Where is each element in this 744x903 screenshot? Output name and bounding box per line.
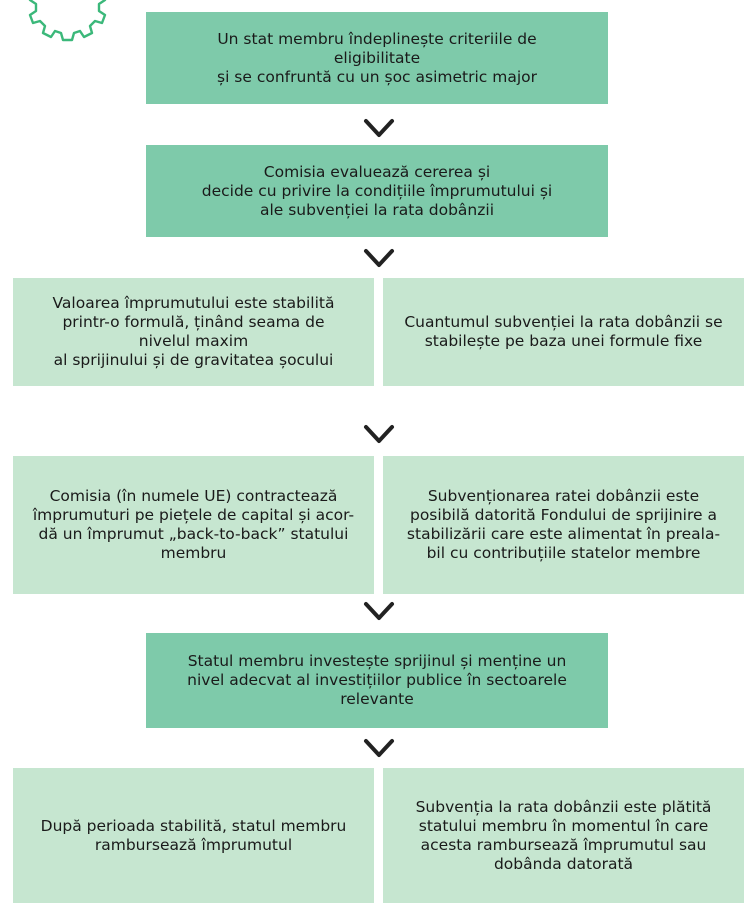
flow-step-subsidy-payment: Subvenția la rata dobânzii este plătită … (383, 768, 744, 903)
flow-arrow-1 (364, 119, 394, 137)
flow-step-stabilisation-fund: Subvenționarea ratei dobânzii este posib… (383, 456, 744, 594)
gear-icon (28, 0, 107, 42)
flow-step-commission-evaluation: Comisia evaluează cererea și decide cu p… (146, 145, 608, 237)
flow-arrow-4 (364, 602, 394, 620)
flow-step-loan-amount: Valoarea împrumutului este stabilită pri… (13, 278, 374, 386)
flow-step-borrowing: Comisia (în numele UE) contractează împr… (13, 456, 374, 594)
flow-arrow-3 (364, 425, 394, 443)
flow-step-eligibility: Un stat membru îndeplinește criteriile d… (146, 12, 608, 104)
flow-step-investment: Statul membru investește sprijinul și me… (146, 633, 608, 728)
flow-step-repayment: După perioada stabilită, statul membru r… (13, 768, 374, 903)
flow-step-subsidy-amount: Cuantumul subvenției la rata dobânzii se… (383, 278, 744, 386)
flow-arrow-2 (364, 249, 394, 267)
flow-arrow-5 (364, 739, 394, 757)
